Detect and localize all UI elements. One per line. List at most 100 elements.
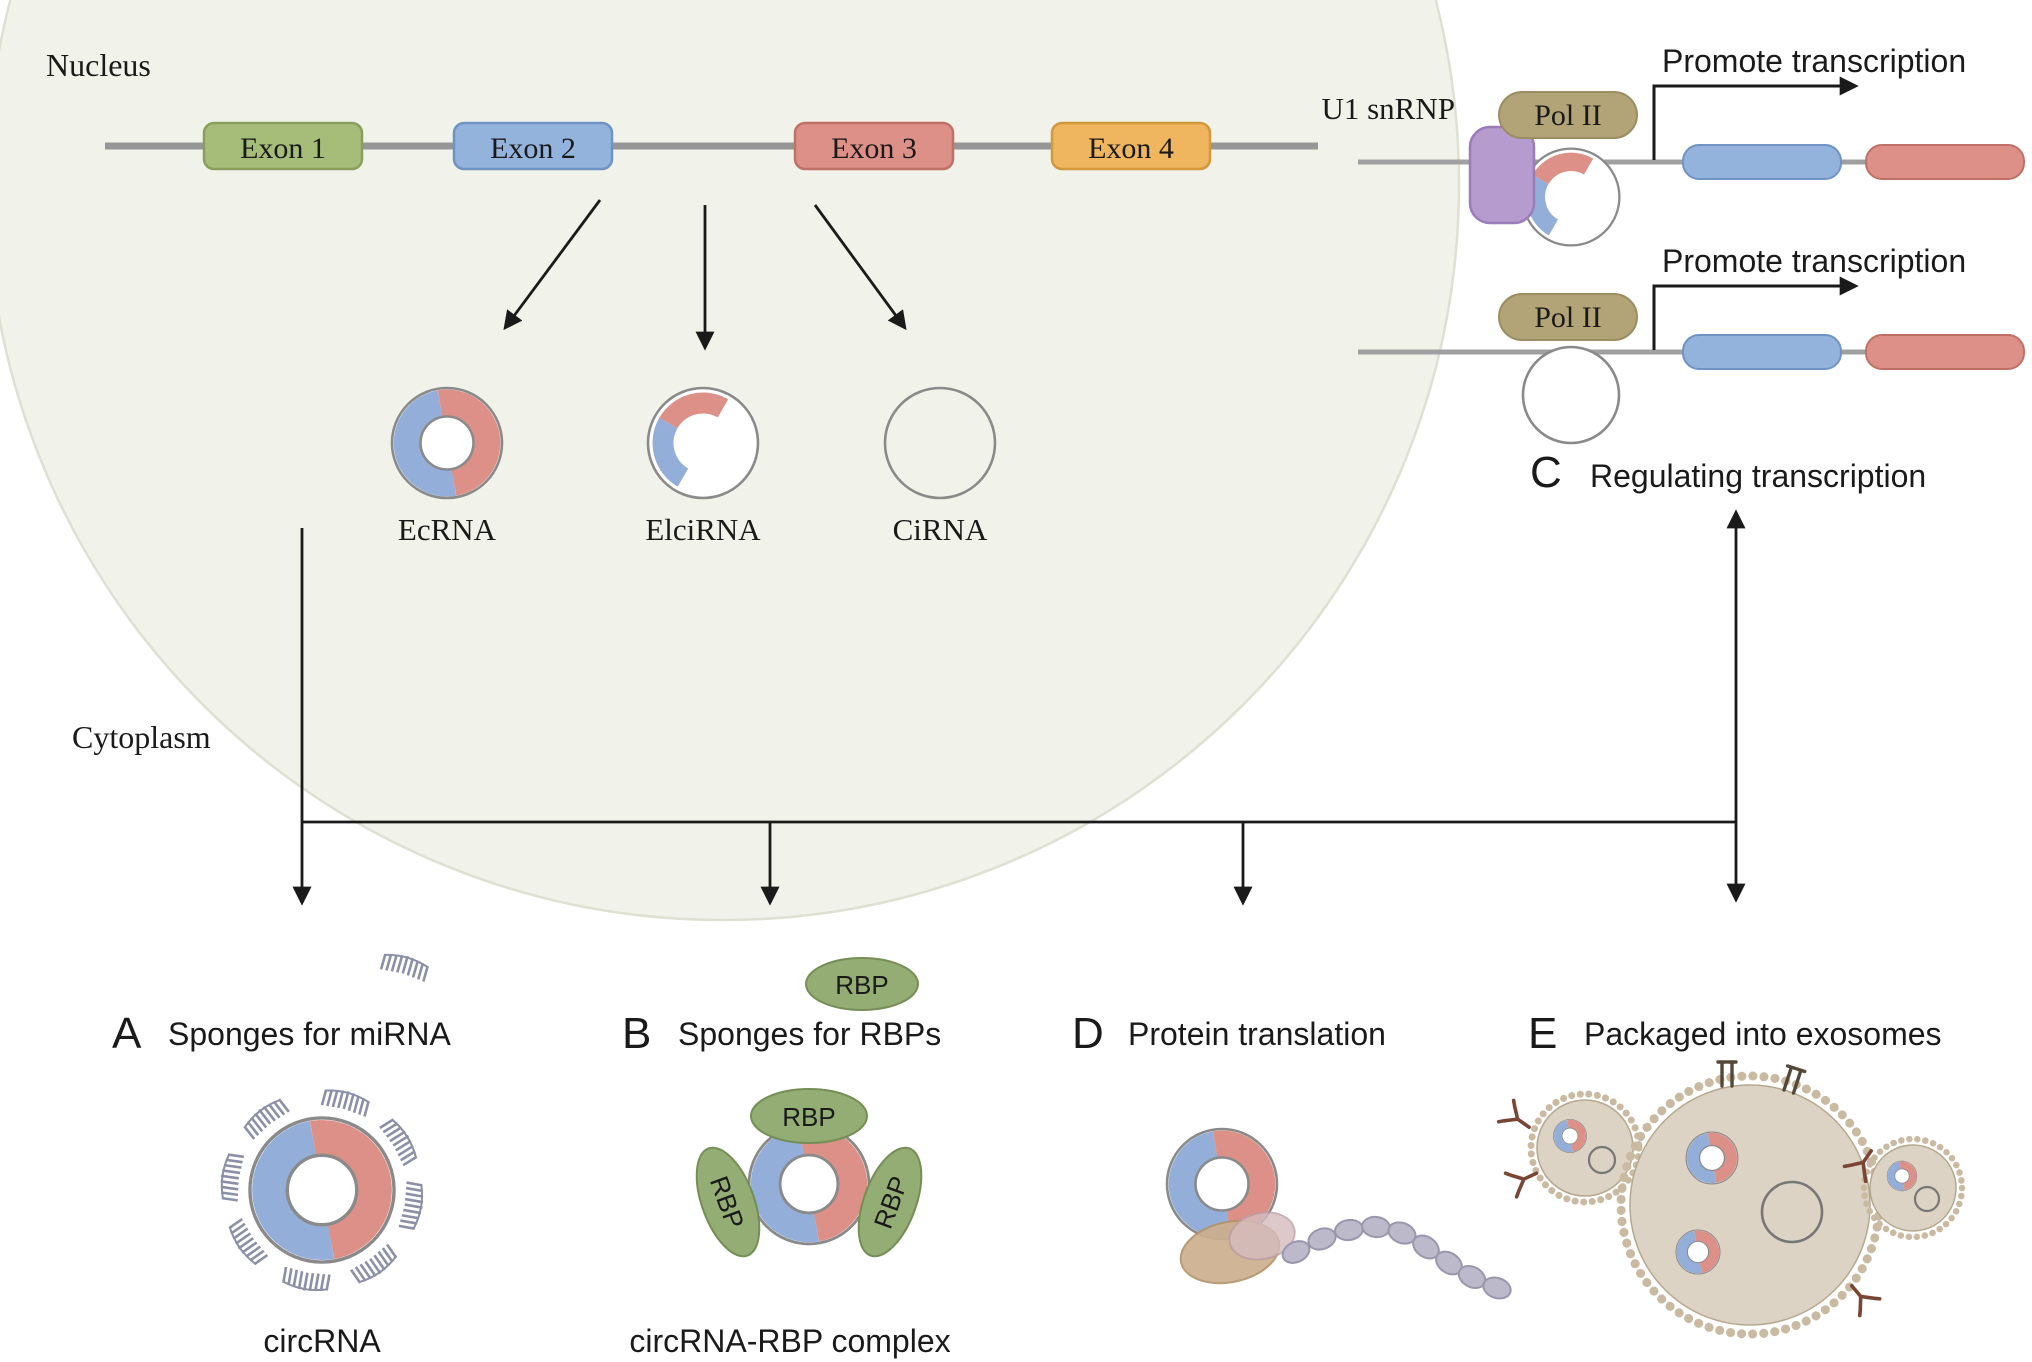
elcirna-label: ElciRNA: [645, 512, 761, 547]
rbp-right-oval: [857, 1146, 923, 1258]
exosome-body: [1869, 1144, 1957, 1232]
splice-arrow-3-icon: [813, 204, 907, 331]
panel-d: D Protein translation: [1072, 1009, 1515, 1303]
mirna-comb-icon: [281, 1265, 331, 1296]
mirna-comb-icon: [216, 1152, 246, 1202]
exon-1: Exon 1: [202, 121, 364, 171]
rbp-right: RBP: [857, 1146, 923, 1258]
ecrna-icon: [392, 388, 502, 498]
exosome-membrane: [1860, 1135, 1966, 1241]
gene-box-blue-bottom: [1682, 334, 1842, 370]
panel-e-title: Packaged into exosomes: [1584, 1016, 1942, 1052]
amino-acid-bead: [1360, 1214, 1392, 1240]
rbp-top-label: RBP: [782, 1102, 835, 1132]
antibody-icon: [1503, 1159, 1544, 1199]
cirna: CiRNA: [883, 386, 997, 547]
mirna-comb-icon: [320, 1084, 371, 1118]
cirna-icon: [883, 386, 997, 500]
splice-arrow-1-icon: [503, 199, 602, 331]
ecrna: EcRNA: [392, 388, 502, 547]
transcription-start-arrow-bottom: [1652, 276, 1859, 350]
exon-4-label: Exon 4: [1088, 132, 1174, 165]
exon-2-label: Exon 2: [490, 132, 576, 165]
gene-box-red-bottom: [1865, 334, 2025, 370]
cytoplasm-flow: Cytoplasm: [72, 528, 1736, 906]
panel-c-letter: C: [1530, 448, 1562, 497]
elcirna: ElciRNA: [645, 388, 761, 547]
promote-transcription-top-label: Promote transcription: [1662, 43, 1966, 79]
circrna-a-icon: [250, 1118, 394, 1262]
nucleus-label: Nucleus: [46, 47, 151, 83]
circrna-types: EcRNA ElciRNA CiRNA: [392, 386, 997, 547]
exon-2: Exon 2: [452, 121, 614, 171]
ecrna-label: EcRNA: [398, 512, 497, 547]
promote-transcription-bottom-label: Promote transcription: [1662, 243, 1966, 279]
rbp-complex-icon: RBP RBP RBP: [695, 1088, 923, 1264]
rbp-free: RBP: [805, 957, 919, 1011]
transcription-panel: Promote transcription Pol II U1 snRNP Pr…: [1321, 43, 2025, 903]
exon-1-label: Exon 1: [240, 132, 326, 165]
exosome-large-icon: [1616, 1060, 1884, 1339]
panel-b-title: Sponges for RBPs: [678, 1016, 941, 1052]
amino-acid-bead: [1332, 1217, 1366, 1243]
rbp-left-oval: [695, 1146, 761, 1258]
mirna-icon: [379, 948, 431, 983]
translation-icon: [1167, 1129, 1515, 1303]
elcirna-icon: [648, 388, 758, 498]
circrna-on-dna-top-icon: [1523, 149, 1620, 246]
gene-box-red-top: [1865, 144, 2025, 180]
gene-box-blue-top: [1682, 144, 1842, 180]
circrna-cargo-icon: [1913, 1185, 1941, 1213]
membrane-receptor-icon: [1716, 1060, 1738, 1088]
circrna-cargo-icon: [1760, 1180, 1824, 1244]
peptide-chain-icon: [1278, 1214, 1515, 1303]
circrna-cargo-icon: [1554, 1120, 1587, 1153]
exon-3-box: [793, 121, 955, 171]
rbp-free-label: RBP: [835, 970, 888, 1000]
mirna-comb-icon: [397, 1181, 428, 1231]
gene: Exon 1 Exon 2 Exon 3 Exon 4: [105, 121, 1318, 171]
mirna-sponge-icon: [216, 1084, 428, 1296]
exon-1-box: [202, 121, 364, 171]
panel-d-title: Protein translation: [1128, 1016, 1386, 1052]
panel-d-letter: D: [1072, 1009, 1104, 1058]
cirna-label: CiRNA: [893, 512, 988, 547]
splicing-arrows: [503, 199, 907, 351]
rbp-left: RBP: [695, 1146, 761, 1258]
panel-a-title: Sponges for miRNA: [168, 1016, 451, 1052]
rbp-top: RBP: [750, 1088, 868, 1144]
u1-snrnp-box: [1468, 125, 1536, 225]
exosome-body: [1536, 1099, 1634, 1197]
panel-b-letter: B: [622, 1009, 651, 1058]
polii-top-label: Pol II: [1534, 99, 1602, 132]
ribosome-small-subunit-icon: [1228, 1211, 1296, 1261]
panel-e: E Packaged into exosomes: [1496, 1009, 1966, 1339]
panel-a: A Sponges for miRNA circRNA: [112, 948, 451, 1359]
panel-b: RBP B Sponges for RBPs RBP RBP RBP circR…: [622, 957, 951, 1359]
circrna-cargo-icon: [1686, 1132, 1738, 1184]
panel-e-letter: E: [1528, 1009, 1557, 1058]
panel-a-caption: circRNA: [263, 1323, 381, 1359]
rbp-top-oval: [750, 1088, 868, 1144]
polii-bottom-blob: [1498, 293, 1638, 341]
u1-snrnp-label: U1 snRNP: [1321, 91, 1455, 126]
transcription-start-arrow-top: [1652, 76, 1859, 160]
panel-a-letter: A: [112, 1009, 142, 1058]
panel-b-caption: circRNA-RBP complex: [629, 1323, 950, 1359]
exon-3: Exon 3: [793, 121, 955, 171]
circrna-cargo-icon: [1587, 1145, 1617, 1175]
cytoplasm-label: Cytoplasm: [72, 719, 211, 755]
circrna-cargo-icon: [1887, 1161, 1917, 1191]
exosome-small-right-icon: [1842, 1135, 1966, 1241]
polii-bottom-label: Pol II: [1534, 301, 1602, 334]
circrna-on-dna-bottom-icon: [1521, 345, 1621, 445]
circrna-cargo-icon: [1676, 1230, 1720, 1274]
exon-4: Exon 4: [1050, 121, 1212, 171]
exon-4-box: [1050, 121, 1212, 171]
antibody-icon: [1496, 1098, 1539, 1140]
exon-2-box: [452, 121, 614, 171]
rbp-free-oval: [805, 957, 919, 1011]
exon-3-label: Exon 3: [831, 132, 917, 165]
exosome-body: [1629, 1084, 1871, 1326]
